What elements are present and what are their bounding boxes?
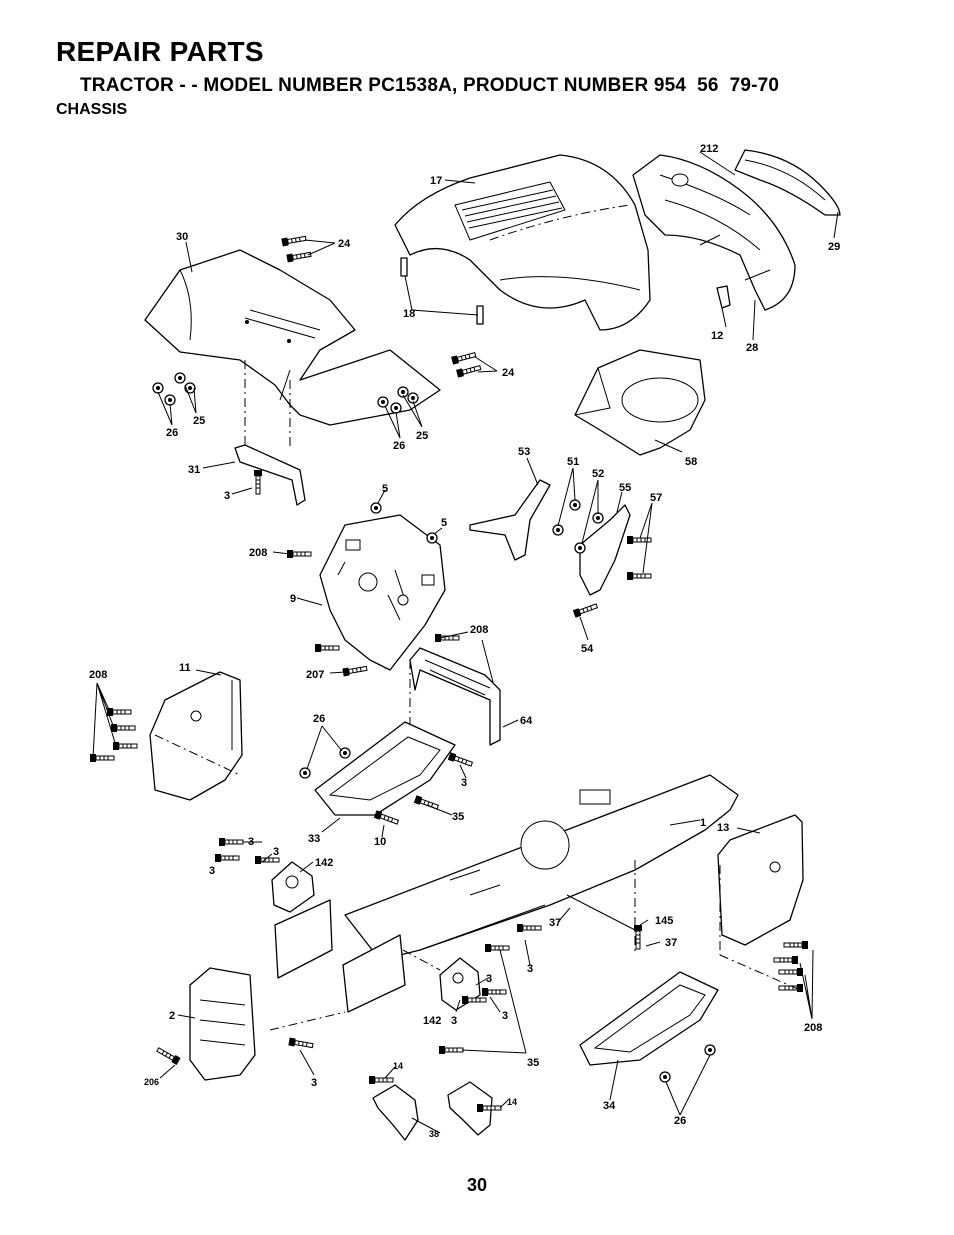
callout-label: 208 [804, 1022, 822, 1034]
callout-label: 13 [717, 822, 729, 834]
bracket-31 [234, 444, 306, 506]
callout-label: 26 [393, 440, 405, 452]
callout-label: 142 [315, 857, 333, 869]
callout-label: 145 [655, 915, 673, 927]
callout-label: 35 [527, 1057, 539, 1069]
callout-label: 208 [470, 624, 488, 636]
callout-label: 14 [507, 1097, 517, 1107]
callout-label: 18 [403, 308, 415, 320]
callout-label: 31 [188, 464, 200, 476]
callout-label: 5 [441, 517, 447, 529]
callout-label: 64 [520, 715, 533, 727]
callout-label: 33 [308, 833, 320, 845]
callout-label: 11 [179, 662, 191, 674]
dash-panel-part [319, 514, 446, 671]
bracket-38 [372, 1081, 493, 1141]
callout-label: 3 [273, 846, 279, 858]
callout-label: 35 [452, 811, 464, 823]
footrest-33 [314, 721, 456, 816]
callout-label: 26 [166, 427, 178, 439]
callout-label: 51 [567, 456, 579, 468]
callout-label: 34 [603, 1100, 616, 1112]
callout-label: 3 [248, 836, 254, 848]
pin-parts [400, 257, 484, 325]
fender-part [144, 249, 441, 426]
callout-label: 17 [430, 175, 442, 187]
callout-label: 212 [700, 143, 718, 155]
callout-label: 208 [249, 547, 267, 559]
main-frame-part [344, 774, 739, 961]
callout-label: 28 [746, 342, 758, 354]
callout-label: 1 [700, 817, 706, 829]
callout-label: 2 [169, 1010, 175, 1022]
front-bracket-2 [189, 967, 256, 1081]
assembly-lines [154, 734, 801, 1031]
part-64 [409, 647, 501, 746]
callout-label: 53 [518, 446, 530, 458]
callout-label: 10 [374, 836, 386, 848]
callout-label: 55 [619, 482, 631, 494]
bracket-142-right [342, 934, 481, 1013]
callout-label: 58 [685, 456, 697, 468]
callout-label: 206 [144, 1077, 159, 1087]
callout-label: 3 [502, 1010, 508, 1022]
callout-label: 3 [486, 973, 492, 985]
callout-label: 38 [429, 1129, 439, 1139]
section-title: CHASSIS [56, 101, 128, 118]
callout-label: 24 [338, 238, 351, 250]
callout-labels: 212 17 29 30 24 18 12 28 24 25 26 26 25 … [89, 143, 840, 1139]
callout-label: 37 [665, 937, 677, 949]
callout-label: 25 [416, 430, 428, 442]
callout-label: 37 [549, 917, 561, 929]
bracket-55 [579, 504, 631, 596]
bracket-53 [469, 479, 551, 561]
callout-label: 26 [313, 713, 325, 725]
page-subtitle: TRACTOR - - MODEL NUMBER PC1538A, PRODUC… [80, 75, 780, 96]
callout-label: 142 [423, 1015, 441, 1027]
callout-label: 3 [209, 865, 215, 877]
callout-label: 9 [290, 593, 296, 605]
callout-label: 3 [224, 490, 230, 502]
callout-label: 3 [451, 1015, 457, 1027]
callout-label: 5 [382, 483, 388, 495]
leader-lines [92, 151, 839, 1134]
callout-label: 52 [592, 468, 604, 480]
grille-part [632, 149, 841, 311]
footrest-34 [579, 971, 719, 1066]
rod-145 [566, 894, 636, 931]
callout-label: 3 [461, 777, 467, 789]
side-panel-11 [149, 671, 243, 801]
side-panel-13 [717, 814, 804, 946]
callout-label: 25 [193, 415, 205, 427]
page-title: REPAIR PARTS [56, 36, 264, 67]
callout-label: 54 [581, 643, 594, 655]
callout-label: 3 [311, 1077, 317, 1089]
callout-label: 30 [176, 231, 188, 243]
bracket-142-left [271, 861, 333, 979]
callout-label: 24 [502, 367, 515, 379]
page-number: 30 [466, 1175, 488, 1195]
battery-tray-part [574, 349, 706, 456]
callout-label: 57 [650, 492, 662, 504]
callout-label: 207 [306, 669, 324, 681]
callout-label: 12 [711, 330, 723, 342]
hood-part [394, 154, 651, 331]
callout-label: 29 [828, 241, 840, 253]
callout-label: 26 [674, 1115, 686, 1127]
callout-label: 3 [527, 963, 533, 975]
callout-label: 14 [393, 1061, 403, 1071]
callout-label: 208 [89, 669, 107, 681]
